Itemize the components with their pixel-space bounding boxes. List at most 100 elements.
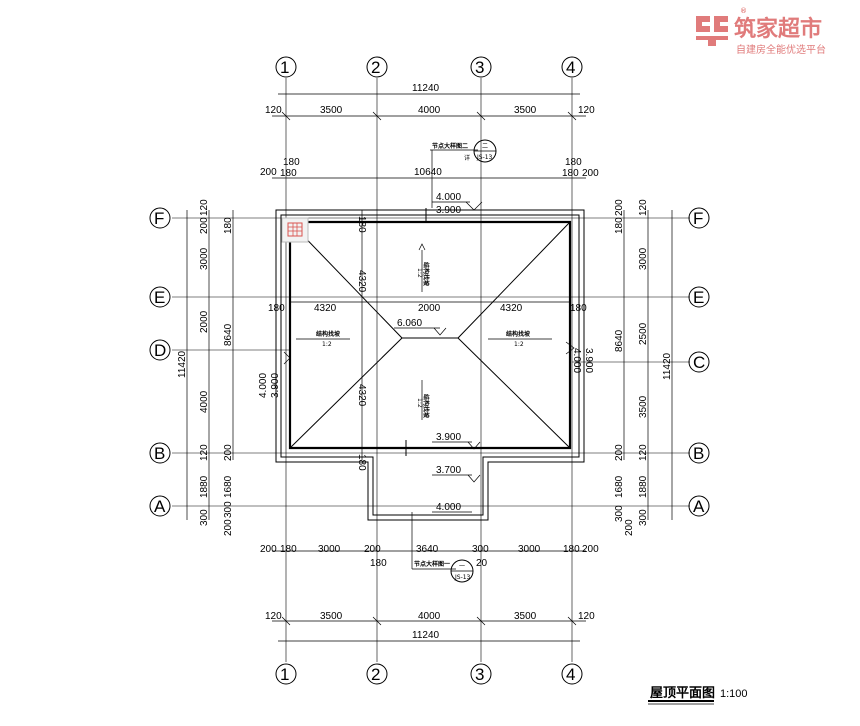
svg-text:3640: 3640 xyxy=(416,544,439,555)
svg-text:4320: 4320 xyxy=(314,303,337,314)
svg-text:120: 120 xyxy=(578,611,595,622)
svg-text:4: 4 xyxy=(566,58,575,77)
svg-text:4320: 4320 xyxy=(356,270,367,293)
top-dimensions: 11240 120 3500 4000 3500 120 200 180 180… xyxy=(260,83,599,179)
svg-text:180: 180 xyxy=(370,558,387,569)
svg-text:结构找坡: 结构找坡 xyxy=(506,330,530,338)
brand-slogan: 自建房全能优选平台 xyxy=(736,43,826,56)
axis-bubbles-top: 1 2 3 4 xyxy=(275,56,583,78)
svg-text:F: F xyxy=(154,209,164,228)
svg-text:1:2: 1:2 xyxy=(416,398,423,408)
svg-text:3.700: 3.700 xyxy=(436,465,461,476)
svg-text:200: 200 xyxy=(582,544,599,555)
svg-text:180: 180 xyxy=(280,544,297,555)
svg-text:3.900: 3.900 xyxy=(436,205,461,216)
svg-text:300: 300 xyxy=(614,505,625,522)
svg-text:8640: 8640 xyxy=(223,323,234,346)
svg-text:3000: 3000 xyxy=(318,544,341,555)
vertical-grid-lines xyxy=(285,78,573,662)
svg-text:8640: 8640 xyxy=(614,329,625,352)
elevation-marks: 4.000 3.900 6.060 4.000 3.900 4.000 3.90… xyxy=(258,192,594,513)
svg-text:180: 180 xyxy=(565,157,582,168)
svg-text:1:2: 1:2 xyxy=(514,341,524,348)
svg-text:屋顶平面图: 屋顶平面图 xyxy=(650,686,715,701)
grid-table-icon[interactable] xyxy=(281,217,309,243)
detail-callout-bottom: 节点大样图一 一 JS-13 xyxy=(411,512,474,583)
detail-callout-top: 节点大样图二 二 JS-13 详 xyxy=(430,139,497,208)
svg-text:120: 120 xyxy=(265,611,282,622)
svg-text:A: A xyxy=(154,497,166,516)
svg-text:6.060: 6.060 xyxy=(397,318,422,329)
svg-text:1:2: 1:2 xyxy=(322,341,332,348)
svg-text:JS-13: JS-13 xyxy=(476,154,493,161)
svg-text:2500: 2500 xyxy=(638,322,649,345)
svg-text:11240: 11240 xyxy=(412,630,440,641)
svg-text:1680: 1680 xyxy=(614,475,625,498)
svg-text:3000: 3000 xyxy=(518,544,541,555)
svg-text:11420: 11420 xyxy=(662,352,673,380)
svg-text:4000: 4000 xyxy=(418,105,441,116)
svg-text:结构找坡: 结构找坡 xyxy=(422,262,430,286)
svg-text:1:100: 1:100 xyxy=(720,688,748,700)
svg-text:4.000: 4.000 xyxy=(436,502,461,513)
svg-text:200: 200 xyxy=(260,544,277,555)
drawing-title: 屋顶平面图 1:100 xyxy=(648,686,748,705)
svg-text:120: 120 xyxy=(638,444,649,461)
svg-text:3500: 3500 xyxy=(514,105,537,116)
svg-text:200: 200 xyxy=(624,519,635,536)
svg-text:200: 200 xyxy=(614,199,625,216)
svg-text:180: 180 xyxy=(570,303,587,314)
svg-text:180: 180 xyxy=(562,168,579,179)
svg-text:3000: 3000 xyxy=(199,247,210,270)
svg-text:120: 120 xyxy=(265,105,282,116)
axis-bubbles-bottom: 1 2 3 4 xyxy=(275,663,583,685)
svg-text:120: 120 xyxy=(199,199,210,216)
brand-name: 筑家超市 xyxy=(734,16,822,42)
svg-text:180: 180 xyxy=(356,454,367,471)
svg-text:1680: 1680 xyxy=(223,475,234,498)
svg-text:3.900: 3.900 xyxy=(436,432,461,443)
svg-text:3500: 3500 xyxy=(638,395,649,418)
svg-text:4000: 4000 xyxy=(199,390,210,413)
svg-text:200: 200 xyxy=(614,444,625,461)
svg-text:180: 180 xyxy=(614,217,625,234)
svg-text:结构找坡: 结构找坡 xyxy=(316,330,340,338)
left-dimensions: 120 200 180 3000 2000 4000 8640 11420 12… xyxy=(177,199,234,536)
svg-text:10640: 10640 xyxy=(414,167,442,178)
roof-outline xyxy=(275,209,585,521)
svg-text:300: 300 xyxy=(638,509,649,526)
svg-text:200: 200 xyxy=(364,544,381,555)
svg-text:3500: 3500 xyxy=(320,611,343,622)
svg-text:F: F xyxy=(693,209,703,228)
svg-text:结构找坡: 结构找坡 xyxy=(422,394,430,418)
svg-text:200: 200 xyxy=(582,168,599,179)
inner-dimensions: 180 4320 2000 4320 180 180 4320 4320 180 xyxy=(268,210,587,471)
horizontal-grid-lines xyxy=(172,217,690,507)
svg-text:180: 180 xyxy=(356,216,367,233)
svg-text:200: 200 xyxy=(223,444,234,461)
svg-text:300: 300 xyxy=(472,544,489,555)
svg-text:120: 120 xyxy=(199,444,210,461)
svg-text:E: E xyxy=(154,288,165,307)
svg-text:1:2: 1:2 xyxy=(416,268,423,278)
svg-text:3000: 3000 xyxy=(638,247,649,270)
svg-text:A: A xyxy=(693,497,705,516)
svg-text:3.900: 3.900 xyxy=(583,348,594,373)
svg-text:节点大样图二: 节点大样图二 xyxy=(432,142,468,150)
svg-text:180: 180 xyxy=(283,157,300,168)
svg-text:180: 180 xyxy=(280,168,297,179)
svg-text:4320: 4320 xyxy=(500,303,523,314)
svg-text:200: 200 xyxy=(199,217,210,234)
svg-text:1: 1 xyxy=(280,58,289,77)
svg-text:2: 2 xyxy=(371,665,380,684)
svg-text:2000: 2000 xyxy=(418,303,441,314)
svg-text:1880: 1880 xyxy=(199,475,210,498)
svg-text:200: 200 xyxy=(260,167,277,178)
svg-text:3500: 3500 xyxy=(320,105,343,116)
slope-labels: 结构找坡 1:2 结构找坡 1:2 结构找坡 1:2 结构找坡 1:2 xyxy=(296,243,552,420)
svg-text:4: 4 xyxy=(566,665,575,684)
svg-text:一: 一 xyxy=(459,563,465,570)
svg-text:JS-13: JS-13 xyxy=(454,574,471,581)
registered-mark: ® xyxy=(740,7,747,15)
